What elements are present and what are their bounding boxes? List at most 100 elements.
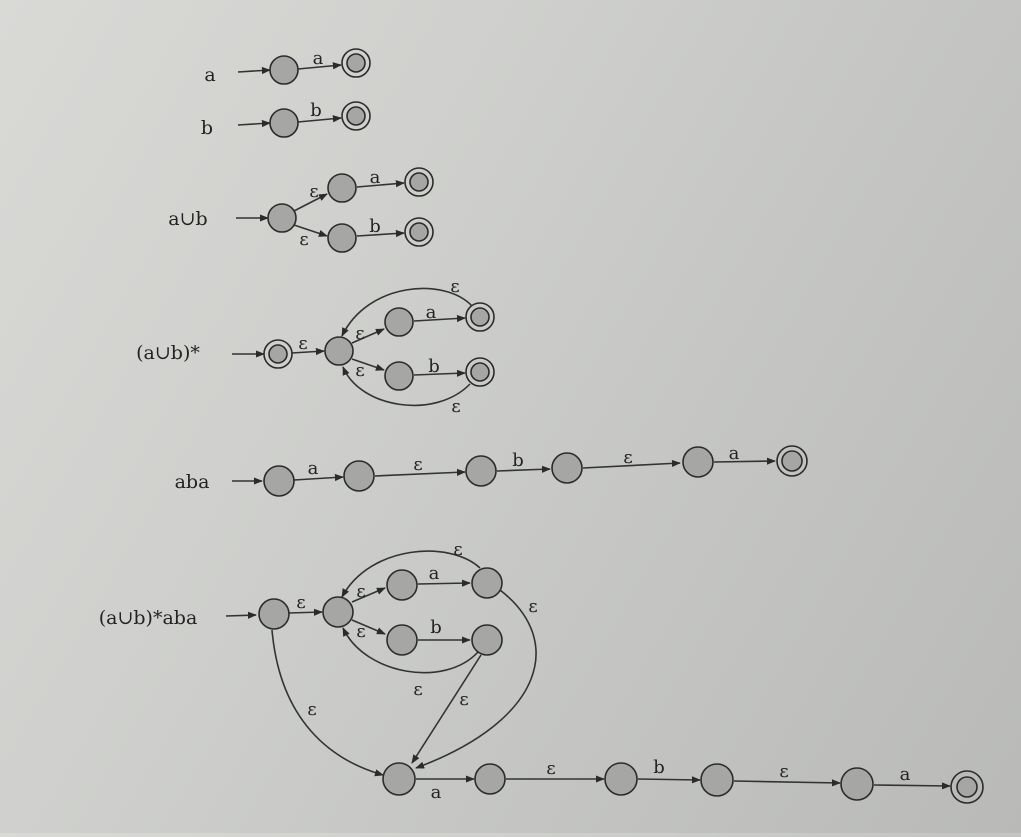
edge-label-epsilon: ε xyxy=(451,396,460,417)
edge-label-epsilon: ε xyxy=(546,758,555,779)
state-accept xyxy=(470,307,490,327)
state xyxy=(386,624,418,656)
state xyxy=(386,569,418,601)
transition-edge xyxy=(413,369,466,377)
state xyxy=(604,762,638,796)
state-accept-ring xyxy=(776,445,808,477)
state-accept xyxy=(781,450,803,472)
transition-edge xyxy=(297,115,342,123)
state-accept-ring xyxy=(341,48,371,78)
edge-label-a: a xyxy=(308,458,319,479)
edge-label-epsilon: ε xyxy=(356,581,365,602)
edge-label-epsilon: ε xyxy=(413,679,422,700)
edge-label-epsilon: ε xyxy=(307,699,316,720)
edge-label-epsilon: ε xyxy=(355,323,364,344)
transition-edge xyxy=(293,193,328,212)
state-accept-ring xyxy=(404,167,434,197)
edge-label-b: b xyxy=(310,100,322,121)
state-accept xyxy=(409,222,429,242)
state-accept-ring xyxy=(404,217,434,247)
transition-edge xyxy=(713,457,776,465)
state-start xyxy=(267,203,297,233)
edge-label-b: b xyxy=(653,757,665,778)
state-accept xyxy=(956,776,978,798)
row-label-aba: aba xyxy=(175,471,210,493)
state-accept xyxy=(470,362,490,382)
edge-label-a: a xyxy=(429,563,440,584)
row-label-star: (a∪b)* xyxy=(136,342,200,364)
state xyxy=(840,767,874,801)
loop-back-edge xyxy=(342,627,479,674)
state-start-accept-ring xyxy=(263,339,293,369)
row-label-union: a∪b xyxy=(168,208,207,230)
state xyxy=(471,567,503,599)
state xyxy=(551,452,583,484)
transition-edge xyxy=(293,473,344,482)
edge-label-a: a xyxy=(370,167,381,188)
edge-label-epsilon: ε xyxy=(413,454,422,475)
transition-edge xyxy=(293,224,328,237)
state-accept-ring xyxy=(465,357,495,387)
edge-label-epsilon: ε xyxy=(296,592,305,613)
state xyxy=(327,223,357,253)
transition-edge xyxy=(411,654,482,764)
row-label-b: b xyxy=(201,117,213,139)
edge-label-epsilon: ε xyxy=(779,761,788,782)
state xyxy=(682,446,714,478)
state xyxy=(700,763,734,797)
transition-edge xyxy=(374,468,466,477)
state-start xyxy=(258,598,290,630)
state-accept-ring xyxy=(341,101,371,131)
edge-label-a: a xyxy=(426,302,437,323)
row-label-a: a xyxy=(204,64,215,86)
edge-label-epsilon: ε xyxy=(355,360,364,381)
edge-label-epsilon: ε xyxy=(450,276,459,297)
transition-edge xyxy=(351,328,385,344)
edge-label-epsilon: ε xyxy=(299,229,308,250)
transition-edge xyxy=(297,62,342,70)
edge-label-epsilon: ε xyxy=(459,689,468,710)
edge-label-a: a xyxy=(431,782,442,803)
loop-back-edge xyxy=(341,287,473,337)
bypass-edge xyxy=(271,629,384,777)
state-start-accept xyxy=(268,344,288,364)
state-accept xyxy=(346,53,366,73)
loop-back-edge xyxy=(342,366,471,407)
edge-label-epsilon: ε xyxy=(453,539,462,560)
edge-label-a: a xyxy=(729,443,740,464)
state xyxy=(327,173,357,203)
transition-edge xyxy=(351,358,385,371)
edge-label-epsilon: ε xyxy=(298,333,307,354)
transition-edge xyxy=(356,229,405,238)
edge-label-b: b xyxy=(428,356,440,377)
state-start xyxy=(263,465,295,497)
edge-label-b: b xyxy=(512,450,524,471)
edge-label-b: b xyxy=(430,617,442,638)
state-accept xyxy=(409,172,429,192)
transition-edge xyxy=(417,579,471,587)
state xyxy=(384,361,414,391)
transition-edge xyxy=(291,347,325,356)
transition-edge xyxy=(356,180,405,188)
edge-label-epsilon: ε xyxy=(356,621,365,642)
edge-label-b: b xyxy=(369,216,381,237)
state-accept xyxy=(346,106,366,126)
row-label-full: (a∪b)*aba xyxy=(99,607,198,629)
start-arrow xyxy=(237,66,271,75)
start-arrow xyxy=(237,119,271,128)
state-start xyxy=(269,55,299,85)
transition-edge xyxy=(582,459,681,469)
edge-label-a: a xyxy=(313,48,324,69)
state xyxy=(324,336,354,366)
transition-edge xyxy=(733,779,841,787)
transition-edge xyxy=(351,587,386,603)
transition-edge xyxy=(637,776,701,784)
state-start xyxy=(269,108,299,138)
transition-edge xyxy=(413,314,466,323)
edge-label-epsilon: ε xyxy=(309,181,318,202)
state xyxy=(382,762,416,796)
edge-label-epsilon: ε xyxy=(623,447,632,468)
start-arrow xyxy=(225,611,257,619)
